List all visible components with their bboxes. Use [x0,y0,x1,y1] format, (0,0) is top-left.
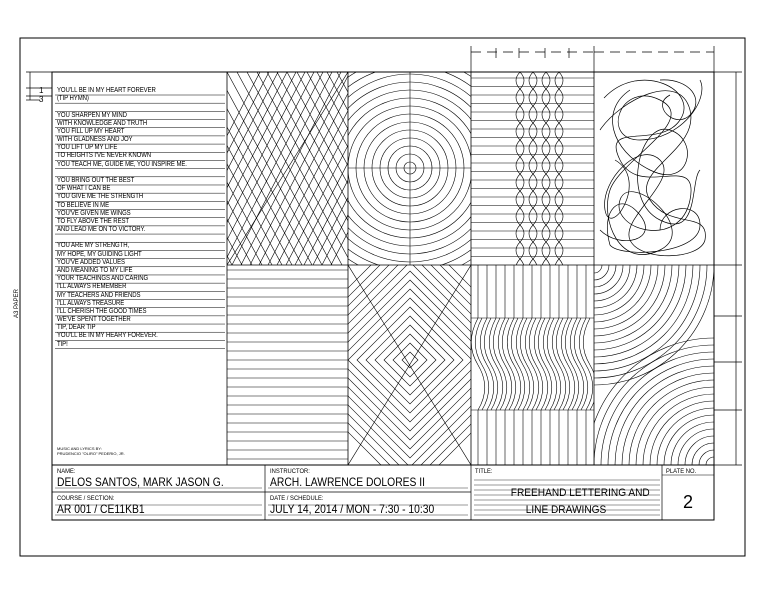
lyric-line: AND MEANING TO MY LIFE [57,266,133,274]
lyric-line: TO BELIEVE IN ME [57,201,110,209]
panel-freehand-loops [599,79,706,257]
plate-label: PLATE NO. [666,468,697,475]
sheet-border [19,37,746,557]
name-label: NAME: [57,468,76,475]
lyrics-credit-1: MUSIC AND LYRICS BY: [57,446,102,451]
lyrics-credit-2: PRUDENCIO "OLIRO" PEDERIO, JR. [57,451,125,456]
lyric-line: TO FLY ABOVE THE REST [57,217,130,225]
panel-vertical-waves [471,265,594,465]
date-value: JULY 14, 2014 / MON - 7:30 - 10:30 [270,502,435,516]
panel-concentric-circles [348,72,471,265]
lyric-line: YOU LIFT UP MY LIFE [57,144,118,152]
lyric-line: YOU'LL BE IN MY HEART FOREVER [57,87,156,94]
lyric-line: YOU'LL BE IN MY HEARY FOREVER. [57,332,158,340]
lyric-line: YOU SHARPEN MY MIND [57,111,127,119]
lyric-line: OF WHAT I CAN BE [57,185,111,193]
dimension-label-2: 3 [39,95,44,104]
panel-horizontal-arcs [471,72,594,265]
paper-size-label: A3 PAPER [14,289,20,318]
lyric-line: MY HOPE, MY GUIDING LIGHT [57,250,142,258]
panel-corner-arcs [594,265,714,465]
lyric-line: YOU FILL UP MY HEART [57,127,125,135]
lyric-line: TIP! [57,340,68,348]
dimension-marks-right [714,71,742,466]
date-label: DATE / SCHEDULE: [270,495,324,502]
dimension-marks-left [26,71,52,101]
instructor-value: ARCH. LAWRENCE DOLORES II [270,475,426,489]
panel-nested-diamonds [348,265,471,465]
course-value: AR 001 / CE11KB1 [57,502,145,516]
lyric-line: I'LL ALWAYS TREASURE [57,299,125,307]
instructor-label: INSTRUCTOR: [270,468,310,475]
lyric-line: YOUR TEACHINGS AND CARING [57,275,149,283]
lyric-line: WITH KNOWLEDGE AND TRUTH [57,119,148,127]
lyric-line: YOU BRING OUT THE BEST [57,176,135,184]
lyric-line: YOU'VE GIVEN ME WINGS [57,209,131,217]
dimension-marks-top [470,46,715,72]
title-block-lines [52,465,714,520]
title-line-2: LINE DRAWINGS [525,504,607,516]
lyric-line: TO HEIGHTS I'VE NEVER KNOWN [57,152,152,160]
lyric-line: YOU'VE ADDED VALUES [57,258,125,266]
plate-number: 2 [683,492,694,512]
lyric-line: WITH GLADNESS AND JOY [57,136,133,144]
title-guidelines [474,479,660,516]
lyric-line: TIP, DEAR TIP [57,324,96,332]
lyric-line: AND LEAD ME ON TO VICTORY. [57,226,146,234]
name-value: DELOS SANTOS, MARK JASON G. [57,475,224,489]
lyric-line: YOU TEACH ME, GUIDE ME, YOU INSPIRE ME. [57,160,187,168]
drawing-frame [51,71,715,521]
panel-diagonal-lines [227,72,348,265]
lyric-line: (TIP HYMN) [57,95,89,103]
dimension-label-1: 1 [39,86,44,95]
lyric-line: MY TEACHERS AND FRIENDS [57,291,141,299]
lyric-guidelines [55,94,225,349]
title-line-1: FREEHAND LETTERING AND [510,487,650,499]
lyric-line: I'LL ALWAYS REMEMBER [57,283,127,291]
lyric-line: YOU GIVE ME THE STRENGTH [57,193,144,201]
lyric-line: WE'VE SPENT TOGETHER [57,316,131,324]
title-label: TITLE: [475,468,493,475]
lyric-line: I'LL CHERISH THE GOOD TIMES [57,307,147,315]
course-label: COURSE / SECTION: [57,495,115,502]
panel-horizontal-lines [227,269,348,460]
lyric-line: YOU ARE MY STRENGTH, [57,242,130,250]
